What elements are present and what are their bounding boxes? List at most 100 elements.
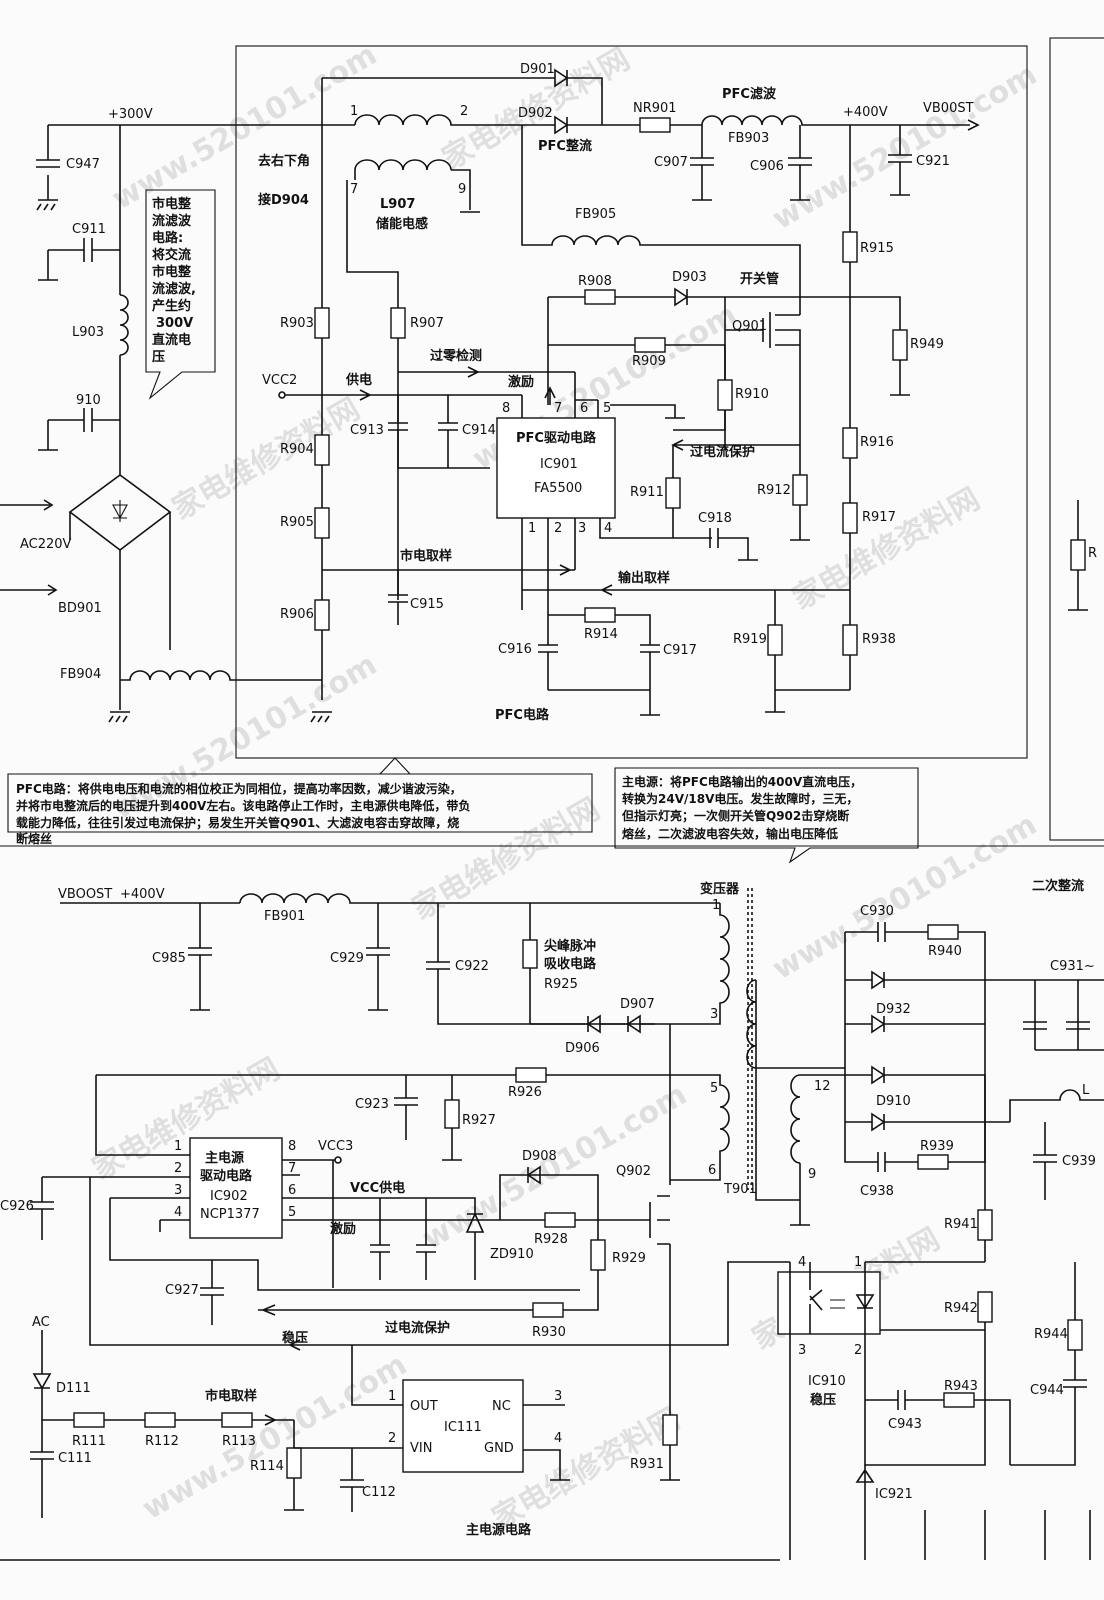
label-main-d907: D907 xyxy=(620,997,655,1012)
label-pfc-excite: 激励 xyxy=(508,374,534,390)
label-pfc-c917: C917 xyxy=(663,643,697,658)
label-main-regulate: 稳压 xyxy=(282,1330,308,1346)
label-pfc-c910: 910 xyxy=(76,393,101,408)
label-main-oc_p4: 4 xyxy=(798,1255,806,1270)
label-main-rail_400v: +400V xyxy=(120,887,165,902)
label-main-ac: AC xyxy=(32,1315,50,1330)
label-main-d932: D932 xyxy=(876,1002,911,1017)
label-main-r925: R925 xyxy=(544,977,578,992)
label-main-ic_name2: 驱动电路 xyxy=(200,1168,253,1184)
label-pfc-r905: R905 xyxy=(280,515,314,530)
label-main-spike: 尖峰脉冲 xyxy=(544,938,596,954)
label-pfc-r904: R904 xyxy=(280,442,314,457)
label-pfc-d901: D901 xyxy=(520,62,555,77)
label-main-r113: R113 xyxy=(222,1434,256,1449)
main-power-note: 主电源：将PFC电路输出的400V直流电压， 转换为24V/18V电压。发生故障… xyxy=(621,774,862,841)
label-pfc-d902: D902 xyxy=(518,106,553,121)
label-pfc-r938: R938 xyxy=(862,632,896,647)
label-main-tp6: 6 xyxy=(708,1163,716,1178)
label-pfc-c921: C921 xyxy=(916,154,950,169)
label-watermark-1: 家电维修资料网 xyxy=(167,392,366,527)
label-pfc-ic_name: PFC驱动电路 xyxy=(516,430,597,446)
label-pfc-c907: C907 xyxy=(654,155,688,170)
label-pfc-bubble_rect-0: 市电整 xyxy=(152,196,192,212)
label-main-ic_p1: 1 xyxy=(174,1139,182,1154)
label-pfc-bubble_rect-7: 300V xyxy=(156,316,193,331)
label-pfc-c914: C914 xyxy=(462,423,496,438)
label-main-mains_sample: 市电取样 xyxy=(205,1388,257,1404)
label-main-zd910: ZD910 xyxy=(490,1247,534,1262)
label-main-r939: R939 xyxy=(920,1139,954,1154)
label-main-vcc_supply: VCC供电 xyxy=(350,1180,405,1196)
label-main-r112: R112 xyxy=(145,1434,179,1449)
label-pfc-to_corner: 去右下角 xyxy=(258,153,310,169)
label-main-t901: T901 xyxy=(723,1182,757,1197)
label-pfc-ic_id: IC901 xyxy=(540,457,578,472)
label-main-vboost: VBOOST xyxy=(58,887,112,902)
label-pfc-bubble_rect-1: 流滤波 xyxy=(152,213,192,229)
pfc-section: +300V C947 C911 L903 910 AC220V BD901 FB… xyxy=(0,37,1104,864)
label-main-r931: R931 xyxy=(630,1457,664,1472)
label-main-ic_name1: 主电源 xyxy=(205,1150,244,1166)
label-pfc-pin1: 1 xyxy=(350,104,358,119)
label-main-reg: 稳压 xyxy=(810,1392,836,1408)
label-pfc-c911: C911 xyxy=(72,222,106,237)
label-main-c938: C938 xyxy=(860,1184,894,1199)
label-pfc-zero_detect: 过零检测 xyxy=(430,348,482,364)
label-main-q902: Q902 xyxy=(616,1164,651,1179)
label-main-absorb: 吸收电路 xyxy=(544,956,597,972)
label-main-r930: R930 xyxy=(532,1325,566,1340)
label-main-tp9: 9 xyxy=(808,1167,816,1182)
label-pfc-ic_p5: 5 xyxy=(603,401,611,416)
label-pfc-c947: C947 xyxy=(66,157,100,172)
rectifier-note: 市电整 流滤波 电路: 将交流 市电整 流滤波, 产生约 300V 直流电 压 xyxy=(152,196,196,365)
label-pfc-c918: C918 xyxy=(698,511,732,526)
label-main-out: OUT xyxy=(410,1399,438,1414)
label-pfc-bubble_rect-8: 直流电 xyxy=(152,332,191,348)
label-pfc-r912: R912 xyxy=(757,483,791,498)
label-pfc-ic_p3: 3 xyxy=(578,521,586,536)
label-pfc-switch_tube: 开关管 xyxy=(740,271,779,287)
label-pfc-bd901: BD901 xyxy=(58,601,102,616)
ic901-chip xyxy=(496,417,616,519)
label-main-tp3: 3 xyxy=(710,1007,718,1022)
label-pfc-r909: R909 xyxy=(632,354,666,369)
label-pfc-bubble_rect-6: 产生约 xyxy=(152,298,191,314)
label-pfc-fb904: FB904 xyxy=(60,667,101,682)
label-main-ic111: IC111 xyxy=(444,1420,482,1435)
label-pfc-r916: R916 xyxy=(860,435,894,450)
label-main-ic_p6: 6 xyxy=(288,1183,296,1198)
label-pfc-note_main-3: 熔丝，二次滤波电容失效，输出电压降低 xyxy=(622,826,838,841)
label-main-c985: C985 xyxy=(152,951,186,966)
label-pfc-note_pfc-2: 载能力降低，往往引发过电流保护；易发生开关管Q901、大滤波电容击穿故障，烧 xyxy=(16,815,459,830)
label-pfc-supply: 供电 xyxy=(345,372,372,388)
label-main-r943: R943 xyxy=(944,1379,978,1394)
label-main-ic_p8: 8 xyxy=(288,1139,296,1154)
label-main-c931: C931~ xyxy=(1050,959,1095,974)
label-main-ic_p4: 4 xyxy=(174,1205,182,1220)
label-pfc-fb903: FB903 xyxy=(728,131,769,146)
label-main-c929: C929 xyxy=(330,951,364,966)
label-main-r944: R944 xyxy=(1034,1327,1068,1342)
label-pfc-l903: L903 xyxy=(72,325,104,340)
label-main-r927: R927 xyxy=(462,1113,496,1128)
label-pfc-ic_p7: 7 xyxy=(554,401,562,416)
label-pfc-note_pfc-0: PFC电路：将供电电压和电流的相位校正为同相位，提高功率因数，减少谐波污染， xyxy=(16,781,462,796)
label-main-transformer: 变压器 xyxy=(700,881,740,897)
label-main-ic910: IC910 xyxy=(808,1374,846,1389)
label-pfc-l907_desc: 储能电感 xyxy=(375,216,428,232)
label-main-c939: C939 xyxy=(1062,1154,1096,1169)
label-main-r941: R941 xyxy=(944,1217,978,1232)
label-main-fb901: FB901 xyxy=(264,909,305,924)
label-pfc-r911: R911 xyxy=(630,485,664,500)
label-pfc-r907: R907 xyxy=(410,316,444,331)
main-power-section: VBOOST +400V FB901 C985 C929 C922 尖峰脉冲 吸… xyxy=(0,878,1104,1561)
label-pfc-ic_p6: 6 xyxy=(580,401,588,416)
label-pfc-r914: R914 xyxy=(584,627,618,642)
label-main-d111: D111 xyxy=(56,1381,91,1396)
label-main-ic_id: IC902 xyxy=(210,1189,248,1204)
label-main-tp5: 5 xyxy=(710,1081,718,1096)
label-pfc-pin2: 2 xyxy=(460,104,468,119)
label-watermark-1: 家电维修资料网 xyxy=(787,482,986,617)
